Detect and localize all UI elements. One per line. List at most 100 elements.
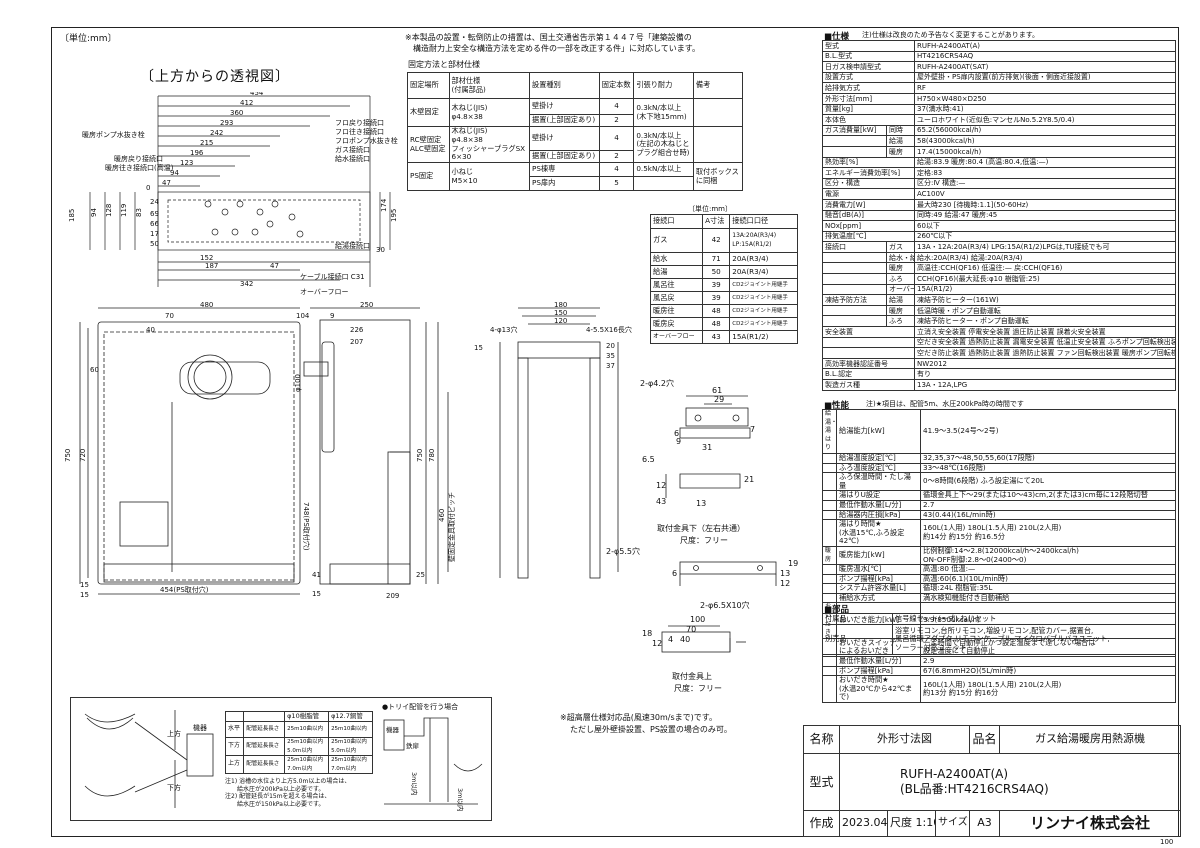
parts-value: 信号線セット(一式),ねじセット xyxy=(892,613,1176,625)
trap-label: 鉄扉 xyxy=(406,741,420,750)
spec-value: 最大時230 [待機時:1.1](50-60Hz) xyxy=(914,198,1176,211)
perf-row: ポンプ揚程[kPa]67(6.8mmH2O)(5L/min時) xyxy=(822,665,1176,677)
fixing-title: 固定方法と部材仕様 xyxy=(408,60,480,69)
conn-cell: 39 xyxy=(702,291,731,305)
scale-label: 尺度 xyxy=(890,816,912,830)
conn-cell: 暖房戻 xyxy=(649,317,704,331)
spec-label xyxy=(822,283,887,296)
fixing-cell: 4 xyxy=(598,162,635,177)
spec-row: 安全装置立消え安全装置 停電安全装置 過圧防止装置 誤着火安全装置 xyxy=(822,326,1176,338)
pipe-c: 配管延長長さ xyxy=(243,736,286,757)
piping-box xyxy=(70,697,492,821)
label-heating-supply: 暖房往き接続口(高温) xyxy=(105,164,174,172)
spec-sublabel: ガス xyxy=(886,241,915,253)
spec-value: 13A・12A:20A(R3/4) LPG:15A(R1/2)LPGは,TU接続… xyxy=(914,241,1176,253)
bracket-dim: 4-5.5X16長穴 xyxy=(586,325,632,334)
spec-label: 給排気方式 xyxy=(822,82,915,94)
side-dim: 69 xyxy=(150,210,159,218)
right-dim: 30 xyxy=(376,246,385,254)
spec-label: 型式 xyxy=(822,40,915,52)
spec-label xyxy=(822,336,915,349)
front-dim: 15 xyxy=(80,581,89,589)
spec-row: 空だき防止装置 過熱防止装置 過熱防止装置 ファン回転検出装置 暖房ポンプ回転検… xyxy=(822,347,1176,359)
label-overflow: オーバーフロー xyxy=(300,288,349,296)
page-number: 100 xyxy=(1160,838,1174,846)
label-water-inlet: 給水接続口 xyxy=(335,155,370,163)
perf-label: ふろ保温時間・たし湯量 xyxy=(836,472,921,492)
top-dim: 293 xyxy=(220,119,233,127)
fixing-cell: 4 xyxy=(598,98,635,115)
item-label: 品名 xyxy=(969,724,1000,755)
spec-sublabel: 給湯 xyxy=(886,294,915,306)
side-dim: 24 xyxy=(150,198,159,206)
conn-cell: CD2ジョイント用継手 xyxy=(729,291,798,305)
perf-row: システム許容水量[L]循環:24L 樹脂管:35L xyxy=(822,583,1176,594)
conn-cell: 13A:20A(R3/4) LP:15A(R1/2) xyxy=(729,228,798,253)
perf-row: ポンプ揚程[kPa]高温:60(6.1)(10L/min時) xyxy=(822,573,1176,585)
side-dim: 750 xyxy=(416,449,424,462)
conn-cell: 風呂戻 xyxy=(649,291,704,305)
bracket-detail-dim: 9 xyxy=(676,437,681,446)
spec-label xyxy=(822,135,887,147)
perf-label: 暖房温水[℃] xyxy=(836,564,921,575)
top-dim: 123 xyxy=(180,159,193,167)
fixing-cell: 取付ボックス に同梱 xyxy=(692,162,744,191)
spec-label: 熱効率[%] xyxy=(822,156,915,169)
pipe-h xyxy=(224,711,245,722)
side-dim: 104 xyxy=(296,312,310,320)
perf-label: ポンプ揚程[kPa] xyxy=(836,573,921,585)
pipe-c: 25m10曲以内 xyxy=(328,721,373,738)
spec-label: 質量[kg] xyxy=(822,103,915,116)
perf-label: 給湯能力[kW] xyxy=(836,409,921,454)
bracket-dim: 15 xyxy=(474,344,483,352)
spec-value: ユーロホワイト(近似色:マンセルNo.5.2Y8.5/0.4) xyxy=(914,114,1176,126)
spec-value: 65.2(56000kcal/h) xyxy=(914,124,1176,137)
top-dim: 360 xyxy=(230,109,243,117)
spec-value: 低温時暖・ポンプ自動運転 xyxy=(914,304,1176,317)
spec-sublabel: オーバーフロー xyxy=(886,283,915,296)
perf-row: おいだき時間★ (水温20℃から42℃まで)160L(1人用) 180L(1.5… xyxy=(822,675,1176,703)
perf-group xyxy=(822,665,837,677)
fixing-cell: 木ねじ(JIS) φ4.8×38 xyxy=(448,98,531,127)
bottom-dim: 342 xyxy=(240,280,253,288)
wind-note-2: ただし屋外壁掛設置、PS設置の場合のみ可。 xyxy=(570,725,732,734)
pipe-c: 25m10曲以内 5.0m以内 xyxy=(328,736,373,757)
front-dim: 15 xyxy=(80,591,89,599)
label-bath-pump-drain: フロポンプ水抜き栓 xyxy=(335,137,398,145)
side-dim: 207 xyxy=(350,338,363,346)
size-value: A3 xyxy=(969,809,1000,838)
spec-label: 日ガス検申請型式 xyxy=(822,61,915,73)
conn-cell: ガス xyxy=(649,228,704,253)
side-dim: 41 xyxy=(312,571,321,579)
top-dim: 0 xyxy=(146,184,150,192)
perf-value: 33〜48℃(16段階) xyxy=(920,462,1176,474)
spec-row: 質量[kg]37(満水時:41) xyxy=(822,103,1176,116)
parts-table: 付属品信号線セット(一式),ねじセット 別売品浴室リモコン,台所リモコン,増設リ… xyxy=(822,613,1176,655)
side-dim: 66 xyxy=(150,220,159,228)
spec-label: 設置方式 xyxy=(822,71,915,84)
spec-value: RUFH-A2400AT(SAT) xyxy=(914,61,1176,73)
spec-value: 屋外壁掛・PS扉内設置(前方排気)(後面・側面近接設置) xyxy=(914,71,1176,84)
spec-value: CCH(QF16)(最大延長:φ10 樹脂管:25) xyxy=(914,273,1176,285)
spec-sublabel: ふろ xyxy=(886,273,915,285)
bottom-dim: 47 xyxy=(270,262,279,270)
fixing-cell: 0.5kN/本以上 xyxy=(633,162,694,177)
side-wall-pitch-label: 壁固定金具取付ピッチ xyxy=(447,492,456,562)
spec-row: 騒音[dB(A)]同時:49 給湯:47 暖房:45 xyxy=(822,209,1176,222)
spec-value: RF xyxy=(914,82,1176,94)
perf-group xyxy=(822,573,837,585)
spec-sublabel: 同時 xyxy=(886,124,915,137)
side-dim: 128 xyxy=(105,204,113,217)
bracket-detail-drawing: 2-φ4.2穴 61 29 9 6 31 7 6.5 21 12 43 13 xyxy=(640,378,755,508)
drawing-frame xyxy=(51,27,1179,837)
conn-header: 接続口 xyxy=(649,214,704,229)
fixing-header: 固定本数 xyxy=(598,72,635,99)
perf-label: 給湯温度設定[℃] xyxy=(836,452,921,464)
piping-label: 下方 xyxy=(167,783,181,792)
fixing-cell: 0.3kN/本以上 (木下地15mm) xyxy=(633,98,694,127)
bracket-upper-dim: 2-φ6.5X10穴 xyxy=(700,600,750,610)
pipe-c: 25m10曲以内 xyxy=(284,721,330,738)
side-view-drawing: 250 104 9 226 207 φ100 780 750 460 壁固定金具… xyxy=(294,302,456,600)
bracket-dim: 37 xyxy=(606,362,615,370)
perf-value: 160L(1人用) 180L(1.5人用) 210L(2人用) 約13分 約15… xyxy=(920,675,1176,703)
